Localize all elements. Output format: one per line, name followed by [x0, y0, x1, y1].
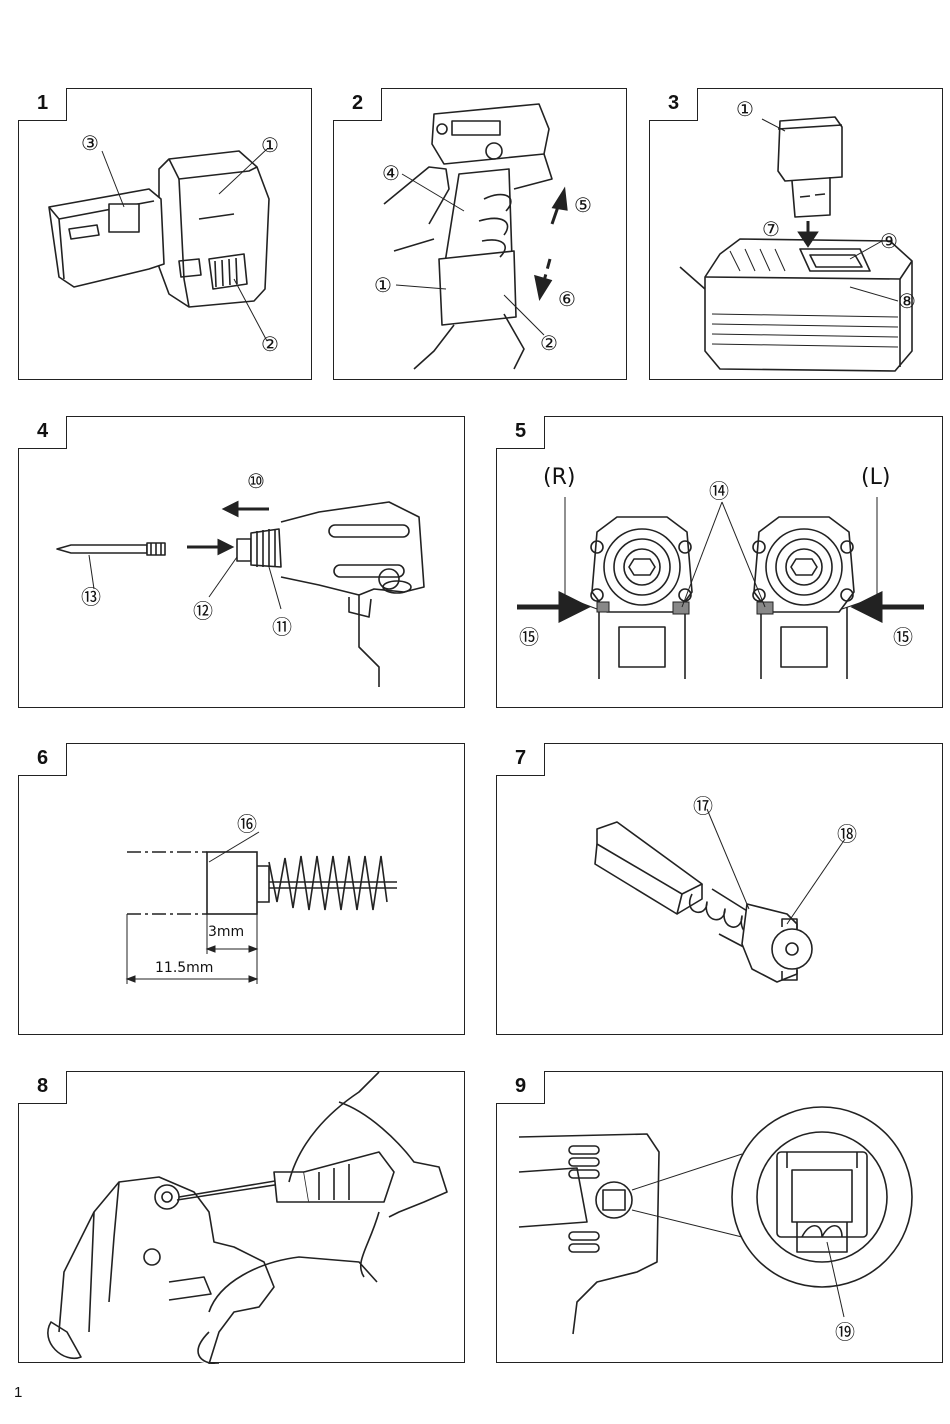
figure-4-drawing — [56, 500, 425, 687]
figure-6-tab — [17, 742, 67, 776]
callout-7: ⑦ — [762, 217, 780, 241]
callout-6: ⑥ — [558, 287, 576, 311]
callout-5: ⑤ — [574, 193, 592, 217]
figure-1-tab — [17, 87, 67, 121]
figure-8-tab — [17, 1070, 67, 1104]
figure-7-drawing — [594, 808, 846, 983]
figure-2-drawing — [383, 103, 568, 370]
rotation-label-right: (R) — [543, 465, 576, 490]
figure-5-number: 5 — [515, 420, 527, 442]
figure-7-number: 7 — [515, 747, 527, 769]
callout-10: ⑩ — [247, 469, 265, 493]
figure-3-panel: 3 ① ⑦ ⑧ ⑨ — [648, 87, 943, 380]
figure-4-tab — [17, 415, 67, 449]
callout-1: ① — [374, 273, 392, 297]
figure-1-panel: 1 ① ② ③ — [17, 87, 312, 380]
figure-5-drawing — [517, 497, 924, 679]
figure-8-number: 8 — [37, 1075, 49, 1097]
figure-8-drawing — [47, 1072, 448, 1364]
figure-5-panel: 5 (R) (L) ⑭ ⑮ ⑮ — [495, 415, 943, 708]
figure-7-panel: 7 ⑰ ⑱ — [495, 742, 943, 1035]
callout-19: ⑲ — [835, 1320, 855, 1344]
callout-12: ⑫ — [193, 599, 213, 623]
figure-7-tab — [495, 742, 545, 776]
callout-15-left: ⑮ — [519, 625, 539, 649]
figure-9-panel: 9 ⑲ — [495, 1070, 943, 1363]
figure-2-panel: 2 ① ② ④ ⑤ ⑥ — [332, 87, 627, 380]
callout-11: ⑪ — [272, 615, 292, 639]
figure-8-panel: 8 — [17, 1070, 465, 1364]
figure-4-number: 4 — [37, 420, 49, 442]
figure-6-number: 6 — [37, 747, 49, 769]
callout-2: ② — [261, 332, 279, 356]
figure-2-tab — [332, 87, 382, 121]
callout-1: ① — [261, 133, 279, 157]
figure-9-drawing — [518, 1106, 913, 1335]
callout-15-right: ⑮ — [893, 625, 913, 649]
figure-3-tab — [648, 87, 698, 121]
callout-1: ① — [736, 97, 754, 121]
callout-16: ⑯ — [237, 812, 257, 836]
figure-1-drawing — [48, 148, 270, 342]
figure-5-tab — [495, 415, 545, 449]
figure-3-number: 3 — [668, 92, 680, 114]
figure-3-drawing — [679, 116, 913, 372]
callout-13: ⑬ — [81, 585, 101, 609]
dimension-3mm: 3mm — [208, 924, 245, 940]
figure-9-number: 9 — [515, 1075, 527, 1097]
figure-2-number: 2 — [352, 92, 364, 114]
callout-17: ⑰ — [693, 794, 713, 818]
callout-2: ② — [540, 331, 558, 355]
figure-1-number: 1 — [37, 92, 49, 114]
dimension-11-5mm: 11.5mm — [155, 960, 214, 976]
callout-14: ⑭ — [709, 479, 729, 503]
callout-9: ⑨ — [880, 229, 898, 253]
figure-9-tab — [495, 1070, 545, 1104]
callout-8: ⑧ — [898, 289, 916, 313]
callout-3: ③ — [81, 131, 99, 155]
figure-4-panel: 4 ⑩ ⑪ ⑫ ⑬ — [17, 415, 465, 708]
callout-4: ④ — [382, 161, 400, 185]
figure-6-panel: 6 ⑯ 3mm 11.5mm — [17, 742, 465, 1035]
page-number: 1 — [14, 1384, 23, 1401]
rotation-label-left: (L) — [861, 465, 891, 490]
figure-6-drawing — [125, 831, 397, 984]
callout-18: ⑱ — [837, 822, 857, 846]
